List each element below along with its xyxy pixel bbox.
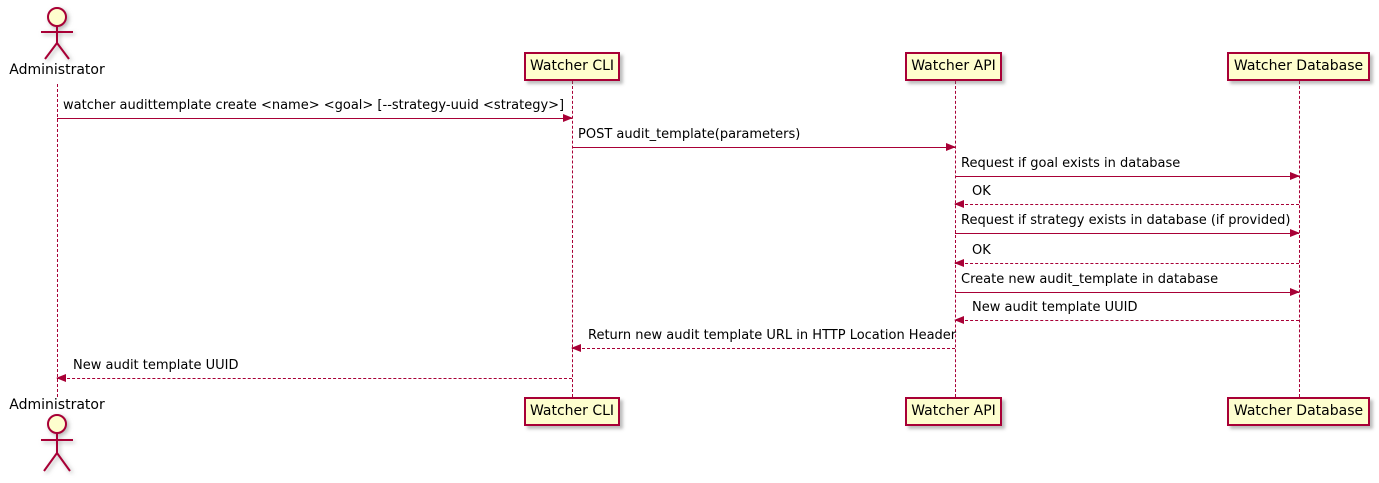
- message-line: [955, 233, 1299, 234]
- message-label: New audit template UUID: [972, 300, 1138, 315]
- actor-administrator-bottom: Administrator: [2, 397, 112, 481]
- message-label: watcher audittemplate create <name> <goa…: [63, 98, 565, 113]
- message-return-url-location-header: Return new audit template URL in HTTP Lo…: [571, 327, 957, 352]
- actor-label: Administrator: [9, 397, 105, 413]
- lifeline-watcher-cli: [572, 81, 573, 397]
- message-line: [955, 176, 1299, 177]
- message-line: [955, 263, 1299, 264]
- participant-label: Watcher CLI: [529, 58, 615, 74]
- message-request-strategy-exists: Request if strategy exists in database (…: [955, 212, 1300, 237]
- actor-icon: [41, 7, 73, 60]
- message-line: [955, 292, 1299, 293]
- arrowhead-icon: [1290, 172, 1300, 180]
- message-line: [955, 320, 1299, 321]
- message-label: New audit template UUID: [73, 358, 239, 373]
- participant-watcher-cli-bottom: Watcher CLI: [524, 397, 620, 426]
- arrowhead-icon: [56, 374, 66, 382]
- message-new-audit-template-uuid-admin: New audit template UUID: [56, 357, 572, 382]
- participant-watcher-database-top: Watcher Database: [1227, 52, 1370, 81]
- participant-watcher-database-bottom: Watcher Database: [1227, 397, 1370, 426]
- arrowhead-icon: [954, 259, 964, 267]
- lifeline-watcher-database: [1299, 81, 1300, 397]
- message-line: [572, 147, 955, 148]
- message-label: POST audit_template(parameters): [578, 127, 801, 142]
- actor-icon: [41, 414, 73, 472]
- arrowhead-icon: [1290, 229, 1300, 237]
- actor-label: Administrator: [9, 62, 105, 78]
- message-request-goal-exists: Request if goal exists in database: [955, 155, 1300, 180]
- arrowhead-icon: [1290, 288, 1300, 296]
- message-line: [572, 348, 955, 349]
- participant-watcher-api-top: Watcher API: [905, 52, 1002, 81]
- lifeline-watcher-api: [955, 81, 956, 397]
- participant-label: Watcher CLI: [529, 403, 615, 419]
- message-line: [57, 378, 572, 379]
- message-line: [57, 118, 572, 119]
- participant-label: Watcher Database: [1233, 403, 1364, 419]
- arrowhead-icon: [563, 114, 573, 122]
- message-create-audit-template-db: Create new audit_template in database: [955, 271, 1300, 296]
- arrowhead-icon: [954, 316, 964, 324]
- message-label: Create new audit_template in database: [961, 272, 1219, 287]
- participant-label: Watcher API: [911, 58, 996, 74]
- message-label: Request if strategy exists in database (…: [961, 213, 1291, 228]
- participant-label: Watcher API: [911, 403, 996, 419]
- lifeline-administrator: [57, 84, 58, 397]
- arrowhead-icon: [954, 200, 964, 208]
- participant-watcher-cli-top: Watcher CLI: [524, 52, 620, 81]
- message-create-audittemplate: watcher audittemplate create <name> <goa…: [57, 97, 573, 122]
- message-label: OK: [972, 184, 991, 199]
- message-line: [955, 204, 1299, 205]
- message-ok-goal: OK: [954, 183, 1299, 208]
- actor-administrator-top: Administrator: [2, 6, 112, 78]
- message-ok-strategy: OK: [954, 242, 1299, 267]
- message-label: Return new audit template URL in HTTP Lo…: [588, 328, 957, 343]
- arrowhead-icon: [571, 344, 581, 352]
- message-label: OK: [972, 243, 991, 258]
- message-label: Request if goal exists in database: [961, 156, 1181, 171]
- participant-watcher-api-bottom: Watcher API: [905, 397, 1002, 426]
- participant-label: Watcher Database: [1233, 58, 1364, 74]
- message-new-audit-template-uuid-db: New audit template UUID: [954, 299, 1299, 324]
- arrowhead-icon: [946, 143, 956, 151]
- message-post-audit-template: POST audit_template(parameters): [572, 126, 956, 151]
